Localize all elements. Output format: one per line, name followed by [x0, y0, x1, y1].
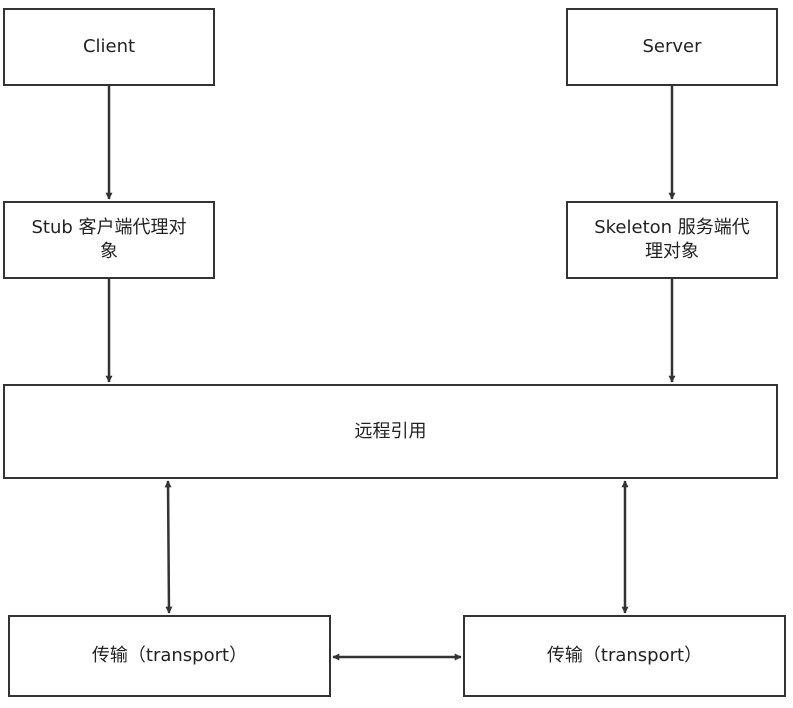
transport-left-node: 传输（transport）: [8, 615, 331, 697]
remote-reference-label: 远程引用: [354, 420, 427, 442]
server-node: Server: [566, 8, 778, 86]
client-label: Client: [82, 36, 136, 57]
stub-label: Stub 客户端代理对 象: [31, 217, 187, 262]
transport-right-node: 传输（transport）: [463, 615, 786, 697]
stub-node: Stub 客户端代理对 象: [3, 201, 215, 279]
skeleton-label: Skeleton 服务端代 理对象: [594, 217, 750, 262]
remote-reference-node: 远程引用: [3, 384, 778, 479]
transport-left-label: 传输（transport）: [91, 645, 248, 666]
server-label: Server: [642, 36, 702, 57]
transport-right-label: 传输（transport）: [546, 645, 703, 666]
skeleton-node: Skeleton 服务端代 理对象: [566, 201, 778, 279]
arrow-remote-reference-transport-left: [164, 480, 173, 614]
client-node: Client: [3, 8, 215, 86]
